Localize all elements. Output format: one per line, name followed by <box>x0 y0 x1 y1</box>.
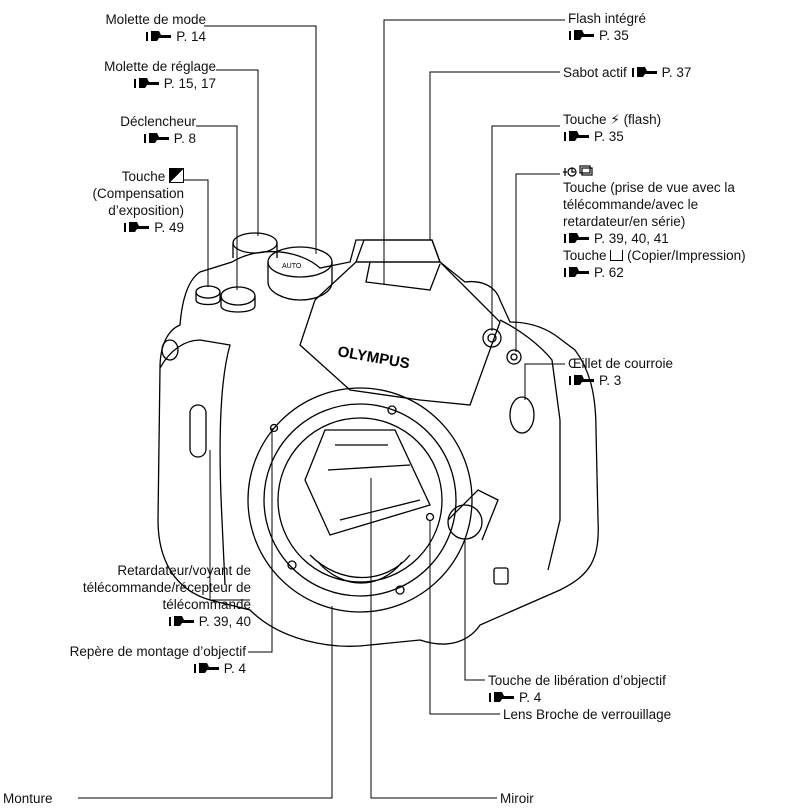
drive-icons <box>563 165 593 177</box>
lens-release-ref: P. 4 <box>519 690 542 705</box>
brand-logo: OLYMPUS <box>336 343 411 372</box>
leader-drive-button <box>515 173 560 352</box>
copy-suffix: (Copier/Impression) <box>627 248 746 263</box>
strap-eyelet-name: Œillet de courroie <box>568 356 674 371</box>
shutter-ref: P. 8 <box>173 131 196 146</box>
page-ref-icon <box>488 690 516 702</box>
label-self-timer: Retardateur/voyant de télécommande/récep… <box>83 562 251 630</box>
flash-bolt-icon: ⚡ <box>610 112 620 127</box>
label-mount: Monture <box>3 790 53 807</box>
self-timer-line3: télécommande <box>162 597 251 612</box>
control-dial-ref: P. 15, 17 <box>163 76 216 91</box>
mount-name: Monture <box>3 791 53 806</box>
label-mode-dial: Molette de mode P. 14 <box>105 11 206 45</box>
leader-mirror <box>370 478 497 799</box>
flash-button-ref: P. 35 <box>594 129 624 144</box>
leader-shutter <box>196 125 238 290</box>
leader-lock-pin <box>429 520 500 715</box>
page-ref-icon <box>631 65 659 77</box>
label-mount-mark: Repère de montage d’objectif P. 4 <box>70 643 246 677</box>
page-ref-icon <box>568 28 596 40</box>
leader-flash-builtin <box>383 19 565 285</box>
self-timer-line2: télécommande/récepteur de <box>82 580 251 595</box>
leader-mount-mark <box>248 428 273 653</box>
page-ref-icon <box>563 129 591 141</box>
shutter-button <box>220 286 256 306</box>
label-flash-button: Touche ⚡ (flash) P. 35 <box>563 111 661 145</box>
exposure-prefix: Touche <box>121 169 166 184</box>
label-lens-release: Touche de libération d’objectif P. 4 <box>488 672 666 706</box>
control-dial <box>232 232 278 254</box>
exposure-line2: (Compensation <box>92 186 184 201</box>
flash-button-suffix: (flash) <box>623 112 662 127</box>
page-ref-icon <box>123 220 151 232</box>
page-ref-icon <box>563 265 591 277</box>
exposure-line3: d’exposition) <box>108 203 184 218</box>
label-mirror: Miroir <box>500 790 534 807</box>
leader-mount <box>78 606 333 799</box>
drive-line3: retardateur/en série) <box>563 214 686 229</box>
page-ref-icon <box>143 131 171 143</box>
leader-flash-button <box>491 125 560 331</box>
page-ref-icon <box>193 661 221 673</box>
lens-release-name: Touche de libération d’objectif <box>488 673 666 688</box>
self-timer-lamp <box>189 404 207 458</box>
page-ref-icon <box>133 76 161 88</box>
leader-hot-shoe <box>429 71 560 240</box>
label-lock-pin: Lens Broche de verrouillage <box>503 706 671 723</box>
self-timer-line1: Retardateur/voyant de <box>117 563 251 578</box>
leader-exposure <box>184 179 209 287</box>
label-exposure: Touche (Compensation d’exposition) P. 49 <box>92 168 184 236</box>
lock-pin-name: Lens Broche de verrouillage <box>503 707 672 722</box>
strap-eyelet-ref: P. 3 <box>599 373 622 388</box>
hot-shoe-name: Sabot actif <box>563 65 627 80</box>
leader-self-timer <box>209 450 250 601</box>
mode-dial-ref: P. 14 <box>176 29 206 44</box>
page-ref-icon <box>168 614 196 626</box>
mode-dial-name: Molette de mode <box>105 12 206 27</box>
label-flash-builtin: Flash intégré P. 35 <box>568 10 646 44</box>
page-ref-icon <box>563 231 591 243</box>
lens-mount <box>247 387 473 613</box>
leader-mode-dial <box>204 25 317 254</box>
mount-mark-name: Repère de montage d’objectif <box>69 644 246 659</box>
hot-shoe-ref: P. 37 <box>661 65 692 80</box>
exposure-comp-icon <box>169 168 184 183</box>
flash-button-prefix: Touche <box>563 112 607 127</box>
self-timer-ref: P. 39, 40 <box>198 614 251 629</box>
print-icon <box>610 250 624 261</box>
exposure-ref: P. 49 <box>154 220 184 235</box>
leader-control-dial <box>216 69 259 236</box>
flash-builtin-ref: P. 35 <box>599 28 629 43</box>
flash-builtin-name: Flash intégré <box>568 11 647 26</box>
camera-body <box>157 239 599 647</box>
leader-lens-release <box>464 540 485 681</box>
copy-ref: P. 62 <box>594 265 624 280</box>
leader-strap-eyelet <box>524 363 565 400</box>
shutter-name: Déclencheur <box>120 114 196 129</box>
label-shutter: Déclencheur P. 8 <box>120 113 196 147</box>
mount-mark-ref: P. 4 <box>223 661 246 676</box>
label-drive-button: Touche (prise de vue avec la télécommand… <box>563 179 746 281</box>
hot-shoe <box>355 239 441 263</box>
mirror <box>304 429 431 536</box>
copy-prefix: Touche <box>563 248 607 263</box>
drive-line2: télécommande/avec le <box>563 197 699 212</box>
drive-ref: P. 39, 40, 41 <box>594 231 669 246</box>
page-ref-icon <box>145 29 173 41</box>
prism-hump <box>299 261 501 406</box>
label-control-dial: Molette de réglage P. 15, 17 <box>104 58 216 92</box>
mirror-name: Miroir <box>500 791 534 806</box>
lens-release-button <box>447 504 483 540</box>
drive-line1: Touche (prise de vue avec la <box>563 180 735 195</box>
camera-grip <box>159 339 231 586</box>
page-ref-icon <box>568 373 596 385</box>
label-hot-shoe: Sabot actif P. 37 <box>563 64 691 81</box>
label-strap-eyelet: Œillet de courroie P. 3 <box>568 355 673 389</box>
exposure-button <box>195 285 221 299</box>
svg-text:AUTO: AUTO <box>282 263 302 270</box>
control-dial-name: Molette de réglage <box>104 59 216 74</box>
